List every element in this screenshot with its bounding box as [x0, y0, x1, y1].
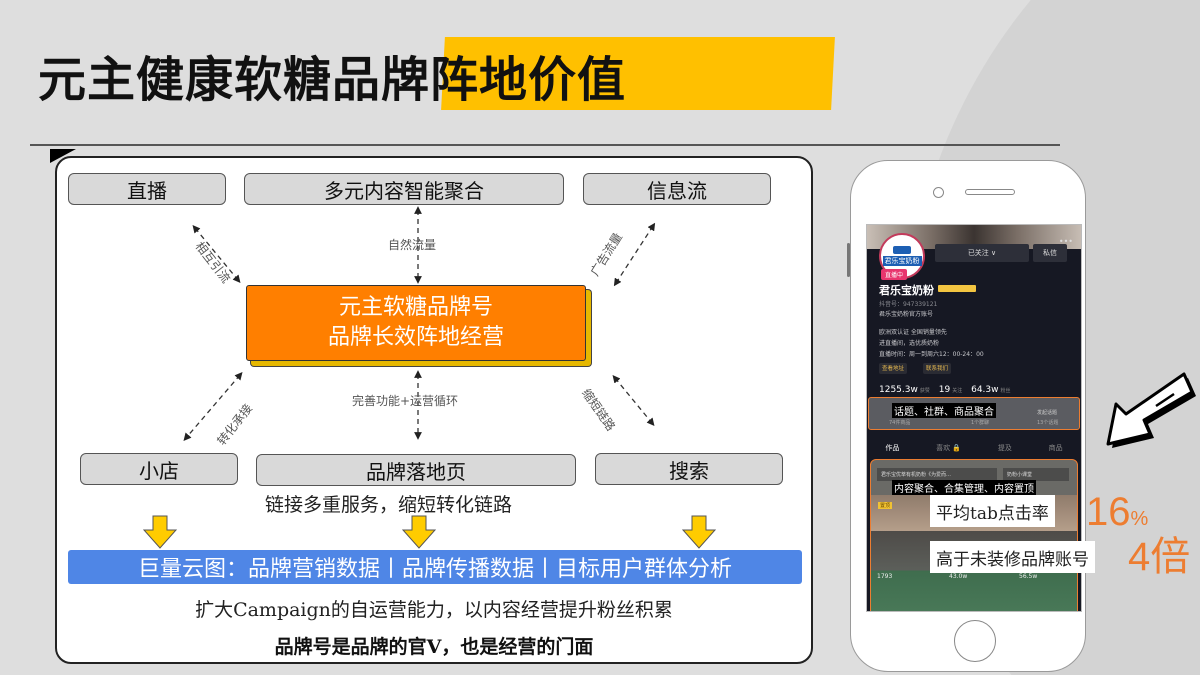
- profile-tabs: 作品 喜欢 🔒 提及 商品: [867, 439, 1081, 457]
- node-shop: 小店: [80, 453, 238, 485]
- node-live: 直播: [68, 173, 226, 205]
- node-landing: 品牌落地页: [256, 454, 576, 486]
- hub-line2: 品牌长效阵地经营: [327, 325, 504, 350]
- hub-node: 元主软糖品牌号 品牌长效阵地经营: [246, 285, 586, 361]
- bio-line: 进直播间，选优质奶粉: [879, 340, 940, 347]
- view-address-chip[interactable]: 查看地址: [879, 363, 908, 374]
- video-likes: 43.0w: [949, 573, 968, 580]
- node-feed: 信息流: [583, 173, 771, 205]
- phone-camera: [933, 187, 944, 198]
- following-count[interactable]: 19: [938, 385, 951, 395]
- stat-value-click-rate: 16%: [1086, 492, 1148, 539]
- followers-label: 粉丝: [1000, 388, 1011, 394]
- edge-label-landing: 完善功能+运营循环: [352, 394, 459, 408]
- node-search: 搜索: [595, 453, 783, 485]
- stat-value-multiplier: 4倍: [1128, 535, 1191, 579]
- down-arrow-icon: [681, 515, 717, 549]
- aggregate-label: 话题、社群、商品聚合: [892, 403, 996, 418]
- start-topic[interactable]: 发起话题: [1037, 410, 1058, 416]
- hub-line1: 元主软糖品牌号: [338, 295, 493, 320]
- products-count[interactable]: 74件商品: [889, 420, 911, 426]
- brand-logo: [893, 246, 911, 254]
- tab-likes[interactable]: 喜欢 🔒: [936, 444, 962, 452]
- content-label: 内容聚合、合集管理、内容置顶: [892, 480, 1036, 495]
- avatar-text: 君乐宝奶粉: [882, 256, 922, 266]
- douyin-id: 抖音号：947339121: [879, 301, 938, 308]
- stat-label-click-rate: 平均tab点击率: [930, 495, 1055, 527]
- page-title: 元主健康软糖品牌阵地价值: [38, 52, 627, 108]
- brand-badge: [938, 285, 976, 292]
- bio-line: 欧洲双认证 全国销量领先: [879, 329, 947, 336]
- likes-label: 获赞: [919, 388, 930, 394]
- caption-brand: 品牌号是品牌的官V，也是经营的门面: [274, 636, 594, 658]
- tab-works[interactable]: 作品: [885, 444, 900, 452]
- node-content: 多元内容智能聚合: [244, 173, 564, 205]
- edge-label-content: 自然流量: [388, 238, 437, 252]
- tab-products[interactable]: 商品: [1048, 444, 1063, 452]
- contact-us-chip[interactable]: 联系我们: [923, 363, 952, 374]
- landing-note: 链接多重服务，缩短转化链路: [265, 494, 513, 516]
- live-badge[interactable]: 直播中: [881, 269, 908, 280]
- phone-home-button: [954, 620, 996, 662]
- groups-count[interactable]: 1个群聊: [971, 420, 990, 426]
- collection-item[interactable]: 君乐宝优萃有机奶粉《为爱而…: [877, 468, 997, 481]
- click-rate-unit: %: [1130, 508, 1149, 530]
- likes-count: 1255.3w: [879, 385, 918, 395]
- official-tag: 君乐宝奶粉官方账号: [879, 311, 934, 318]
- video-likes: 1793: [877, 573, 893, 580]
- tab-mentions[interactable]: 提及: [997, 444, 1012, 452]
- phone-speaker: [965, 189, 1015, 195]
- callout-arrow-icon: [1106, 372, 1196, 448]
- followers-count[interactable]: 64.3w: [971, 385, 999, 395]
- data-bar: 巨量云图：品牌营销数据丨品牌传播数据丨目标用户群体分析: [68, 550, 802, 584]
- down-arrow-icon: [401, 515, 437, 549]
- collection-item[interactable]: 奶粉小课堂: [1003, 468, 1069, 481]
- title-divider: [30, 144, 1060, 146]
- following-label: 关注: [952, 388, 963, 394]
- caption-campaign: 扩大Campaign的自运营能力，以内容经营提升粉丝积累: [195, 599, 673, 621]
- video-likes: 56.5w: [1019, 573, 1038, 580]
- phone-side-button: [847, 243, 850, 277]
- stat-label-multiplier: 高于未装修品牌账号: [930, 541, 1095, 573]
- bio-line: 直播时间：周一到周六12：00-24：00: [879, 351, 984, 358]
- pinned-badge: 置顶: [878, 502, 893, 509]
- follow-button[interactable]: 已关注 ∨: [935, 244, 1029, 262]
- profile-name: 君乐宝奶粉: [879, 284, 934, 297]
- click-rate-number: 16: [1086, 490, 1131, 534]
- more-icon[interactable]: •••: [1058, 237, 1073, 246]
- message-button[interactable]: 私信: [1033, 244, 1067, 262]
- down-arrow-icon: [142, 515, 178, 549]
- topics-count[interactable]: 13个话题: [1037, 420, 1059, 426]
